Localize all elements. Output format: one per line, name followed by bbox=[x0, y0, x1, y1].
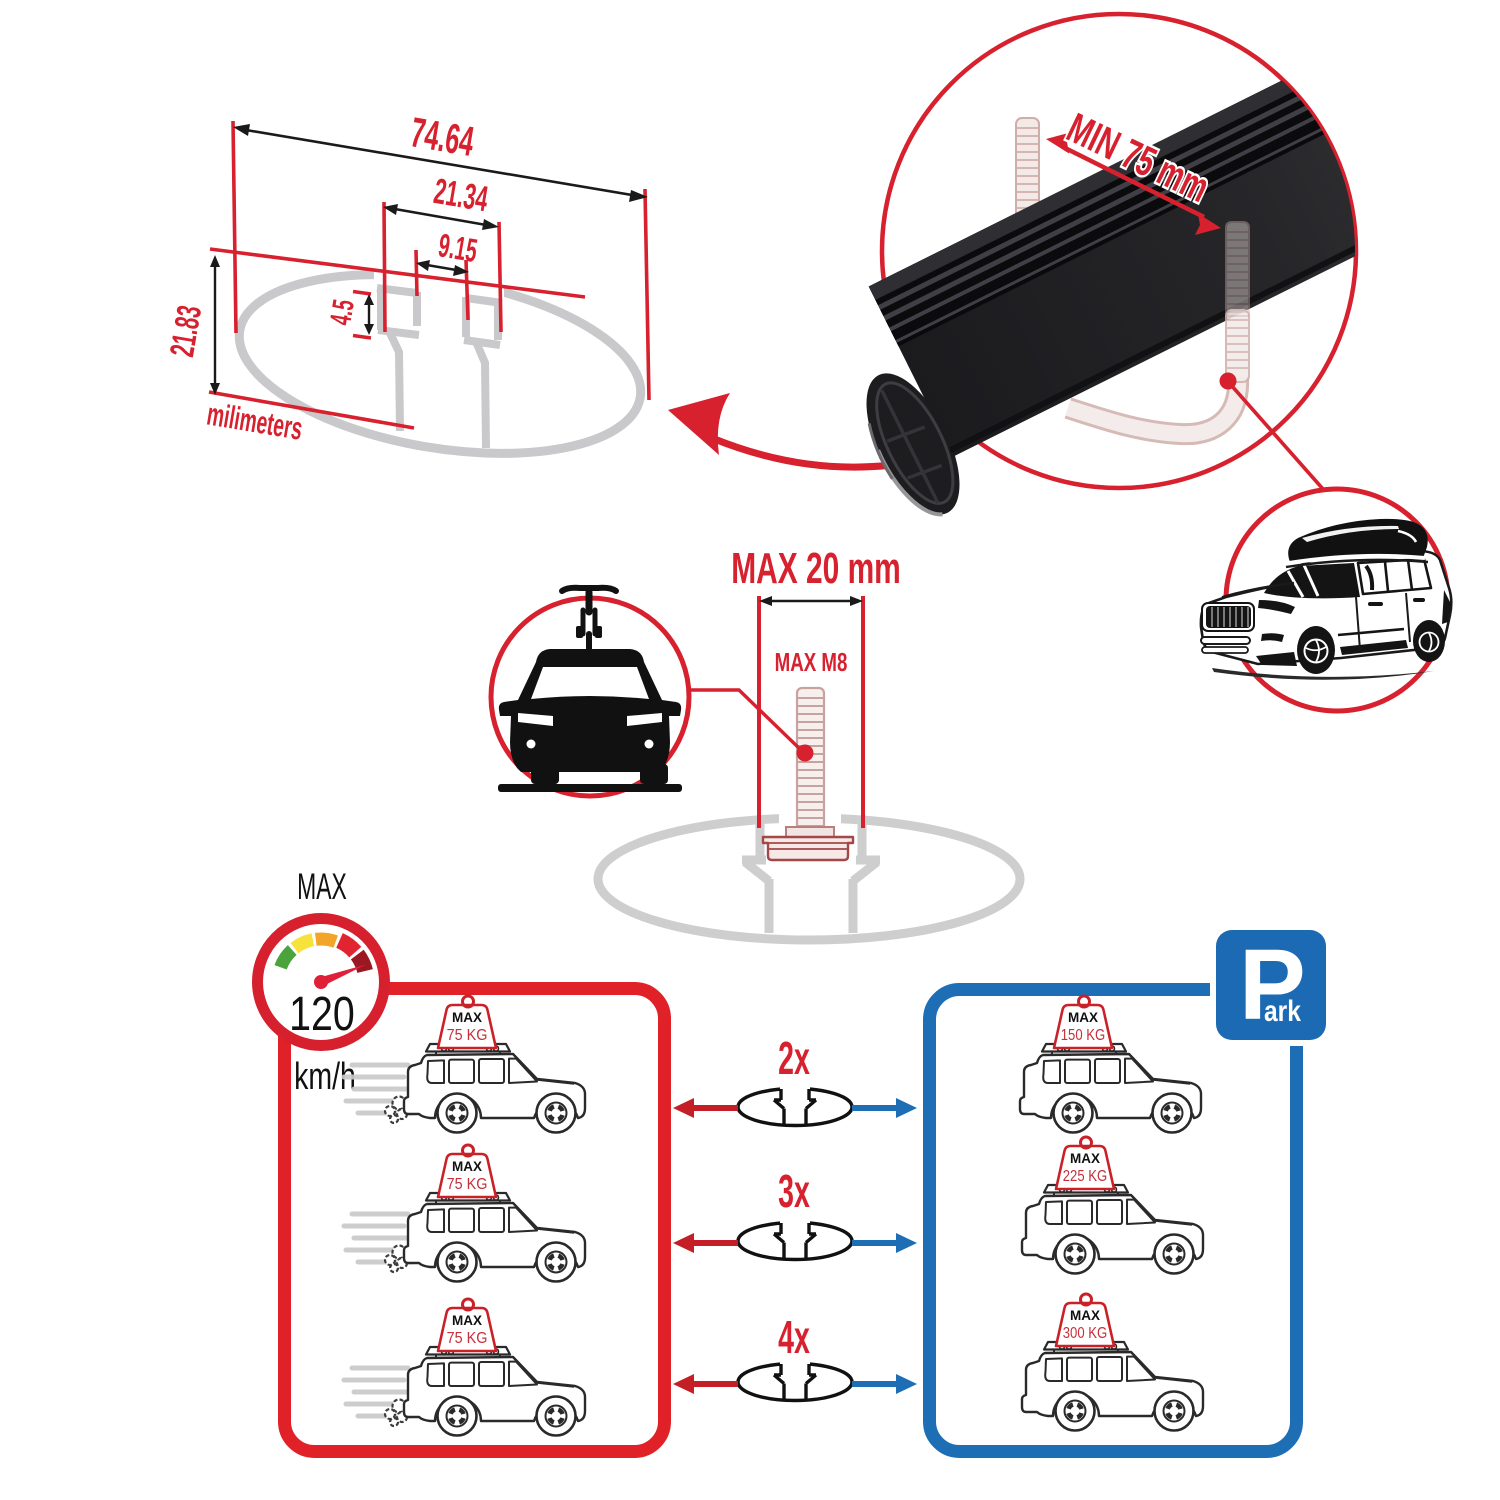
svg-text:75 KG: 75 KG bbox=[447, 1175, 488, 1193]
svg-text:MAX: MAX bbox=[1070, 1308, 1100, 1323]
svg-text:21.34: 21.34 bbox=[431, 171, 491, 219]
svg-text:ark: ark bbox=[1264, 994, 1302, 1028]
svg-text:3x: 3x bbox=[778, 1166, 810, 1218]
svg-text:4.5: 4.5 bbox=[325, 297, 361, 327]
svg-text:9.15: 9.15 bbox=[436, 226, 480, 269]
svg-text:MAX 20 mm: MAX 20 mm bbox=[731, 543, 901, 592]
svg-text:MAX M8: MAX M8 bbox=[775, 647, 848, 677]
svg-text:120: 120 bbox=[289, 987, 355, 1041]
svg-text:225 KG: 225 KG bbox=[1063, 1168, 1107, 1185]
svg-text:4x: 4x bbox=[778, 1312, 810, 1364]
svg-text:MAX: MAX bbox=[452, 1313, 482, 1328]
svg-text:P: P bbox=[1239, 929, 1306, 1041]
svg-text:74.64: 74.64 bbox=[407, 110, 477, 166]
svg-text:75 KG: 75 KG bbox=[447, 1329, 488, 1347]
svg-text:75 KG: 75 KG bbox=[447, 1026, 488, 1044]
svg-text:MAX: MAX bbox=[1068, 1010, 1098, 1025]
svg-text:21.83: 21.83 bbox=[163, 303, 208, 360]
svg-text:150 KG: 150 KG bbox=[1061, 1027, 1105, 1044]
svg-text:MAX: MAX bbox=[452, 1159, 482, 1174]
svg-text:300 KG: 300 KG bbox=[1063, 1325, 1107, 1342]
svg-text:MAX: MAX bbox=[452, 1010, 482, 1025]
svg-text:MAX: MAX bbox=[1070, 1151, 1100, 1166]
svg-text:2x: 2x bbox=[778, 1033, 810, 1085]
svg-text:MAX: MAX bbox=[297, 865, 347, 907]
